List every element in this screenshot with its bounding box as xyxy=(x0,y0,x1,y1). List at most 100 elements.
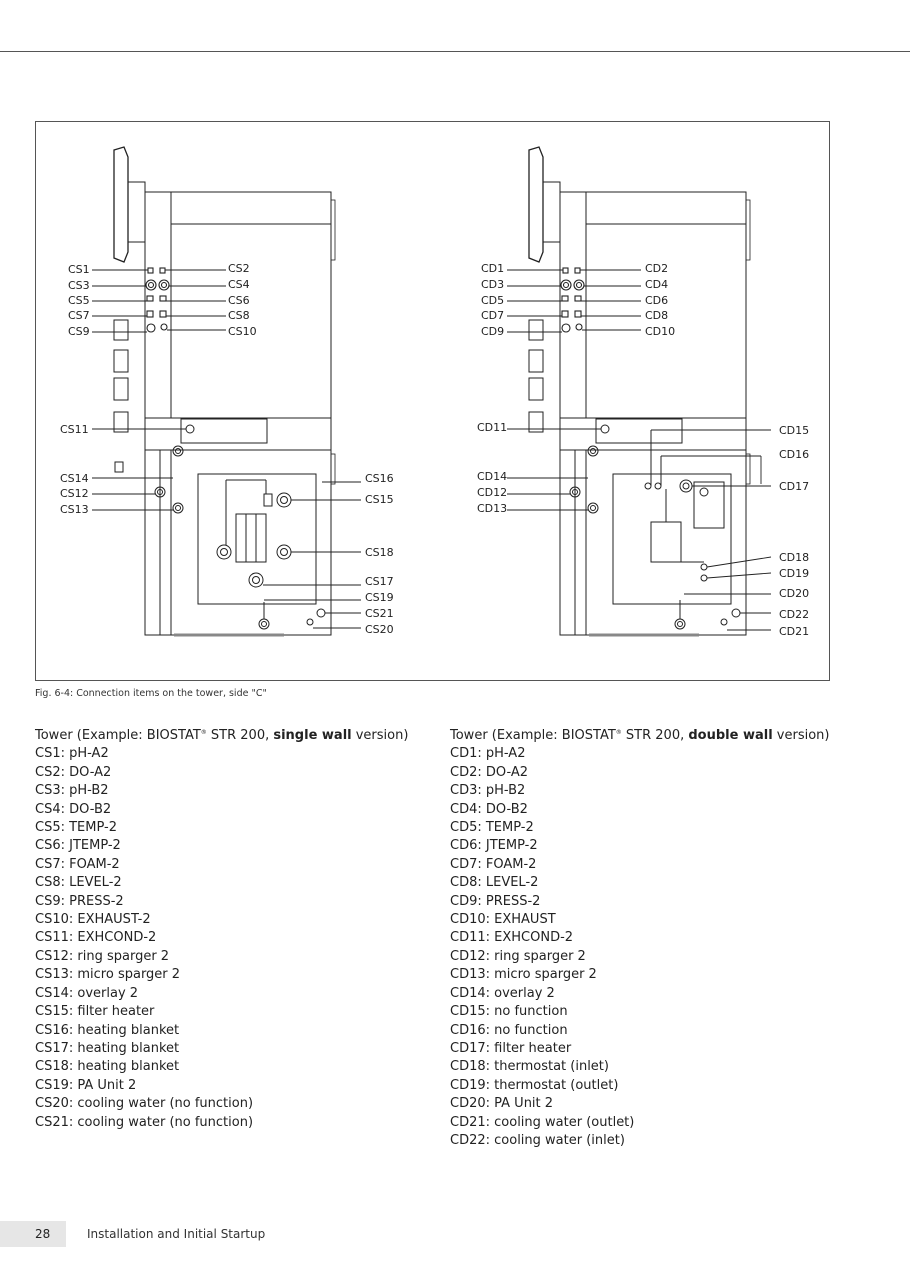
figure-frame: CS1 CS3 CS5 CS7 CS9 CS2 CS4 CS6 CS8 CS10… xyxy=(35,121,830,681)
list-item: CS16: heating blanket xyxy=(35,1022,180,1038)
label-cd13: CD13 xyxy=(477,502,507,515)
figure-caption: Fig. 6-4: Connection items on the tower,… xyxy=(35,688,267,699)
label-cs6: CS6 xyxy=(228,294,250,307)
label-cd5: CD5 xyxy=(481,294,504,307)
list-item: CS3: pH-B2 xyxy=(35,783,109,799)
list-item: CS14: overlay 2 xyxy=(35,985,139,1001)
list-item: CD13: micro sparger 2 xyxy=(450,967,597,983)
leader-lines-double xyxy=(507,269,772,631)
label-cd12: CD12 xyxy=(477,486,507,499)
double-wall-heading: Tower (Example: BIOSTAT® STR 200, double… xyxy=(450,728,830,743)
label-cd7: CD7 xyxy=(481,309,504,322)
label-cs18: CS18 xyxy=(365,546,394,559)
list-item: CD15: no function xyxy=(450,1004,568,1020)
label-cd15: CD15 xyxy=(779,424,809,437)
label-cs10: CS10 xyxy=(228,325,257,338)
list-item: CD7: FOAM-2 xyxy=(450,856,537,872)
label-cd6: CD6 xyxy=(645,294,668,307)
label-cd19: CD19 xyxy=(779,567,809,580)
list-item: CD8: LEVEL-2 xyxy=(450,875,539,891)
label-cd1: CD1 xyxy=(481,262,504,275)
list-item: CS7: FOAM-2 xyxy=(35,856,120,872)
label-cs5: CS5 xyxy=(68,294,90,307)
labels-single: CS1 CS3 CS5 CS7 CS9 CS2 CS4 CS6 CS8 CS10… xyxy=(60,262,394,636)
list-item: CS11: EXHCOND-2 xyxy=(35,930,157,946)
label-cd17: CD17 xyxy=(779,480,809,493)
list-item: CS5: TEMP-2 xyxy=(35,820,117,836)
list-item: CS12: ring sparger 2 xyxy=(35,948,170,964)
list-item: CD2: DO-A2 xyxy=(450,764,529,780)
list-item: CS21: cooling water (no function) xyxy=(35,1114,254,1130)
list-item: CS19: PA Unit 2 xyxy=(35,1077,137,1093)
list-item: CD16: no function xyxy=(450,1022,568,1038)
label-cs2: CS2 xyxy=(228,262,250,275)
label-cd20: CD20 xyxy=(779,587,809,600)
list-item: CS4: DO-B2 xyxy=(35,801,112,817)
list-item: CD22: cooling water (inlet) xyxy=(450,1132,625,1148)
list-item: CD3: pH-B2 xyxy=(450,783,526,799)
labels-double: CD1 CD3 CD5 CD7 CD9 CD2 CD4 CD6 CD8 CD10… xyxy=(477,262,809,638)
label-cd22: CD22 xyxy=(779,608,809,621)
label-cd18: CD18 xyxy=(779,551,809,564)
label-cs14: CS14 xyxy=(60,472,89,485)
label-cs17: CS17 xyxy=(365,575,394,588)
list-item: CD1: pH-A2 xyxy=(450,746,526,762)
list-item: CD21: cooling water (outlet) xyxy=(450,1114,635,1130)
list-item: CD9: PRESS-2 xyxy=(450,893,541,909)
label-cs12: CS12 xyxy=(60,487,89,500)
list-item: CS17: heating blanket xyxy=(35,1040,180,1056)
label-cs3: CS3 xyxy=(68,279,90,292)
label-cs15: CS15 xyxy=(365,493,394,506)
label-cd16: CD16 xyxy=(779,448,809,461)
list-item: CS20: cooling water (no function) xyxy=(35,1096,254,1112)
page-number: 28 xyxy=(0,1221,66,1247)
list-item: CS8: LEVEL-2 xyxy=(35,875,122,891)
footer-section-title: Installation and Initial Startup xyxy=(87,1227,266,1241)
label-cs19: CS19 xyxy=(365,591,394,604)
label-cd8: CD8 xyxy=(645,309,668,322)
list-item: CS6: JTEMP-2 xyxy=(35,838,121,854)
list-item: CS9: PRESS-2 xyxy=(35,893,124,909)
list-item: CS1: pH-A2 xyxy=(35,746,109,762)
list-item: CS2: DO-A2 xyxy=(35,764,112,780)
label-cd11: CD11 xyxy=(477,421,507,434)
leader-lines-single xyxy=(92,269,361,629)
tower-diagrams: CS1 CS3 CS5 CS7 CS9 CS2 CS4 CS6 CS8 CS10… xyxy=(60,146,809,638)
label-cd3: CD3 xyxy=(481,278,504,291)
top-rule xyxy=(0,51,910,52)
label-cs13: CS13 xyxy=(60,503,89,516)
list-item: CD18: thermostat (inlet) xyxy=(450,1059,609,1075)
single-wall-column: Tower (Example: BIOSTAT® STR 200, single… xyxy=(35,724,435,1132)
label-cs21: CS21 xyxy=(365,607,394,620)
label-cd21: CD21 xyxy=(779,625,809,638)
label-cd9: CD9 xyxy=(481,325,504,338)
list-item: CD19: thermostat (outlet) xyxy=(450,1077,619,1093)
double-wall-column: Tower (Example: BIOSTAT® STR 200, double… xyxy=(450,724,870,1150)
list-item: CD10: EXHAUST xyxy=(450,912,556,928)
tower-single-wall xyxy=(113,146,336,637)
list-item: CD4: DO-B2 xyxy=(450,801,528,817)
list-item: CS13: micro sparger 2 xyxy=(35,967,181,983)
list-item: CS18: heating blanket xyxy=(35,1059,180,1075)
label-cs20: CS20 xyxy=(365,623,394,636)
label-cd14: CD14 xyxy=(477,470,507,483)
tower-double-wall xyxy=(528,146,751,637)
list-item: CD12: ring sparger 2 xyxy=(450,948,586,964)
list-item: CS15: filter heater xyxy=(35,1004,155,1020)
list-item: CS10: EXHAUST-2 xyxy=(35,912,151,928)
list-item: CD6: JTEMP-2 xyxy=(450,838,538,854)
single-wall-heading: Tower (Example: BIOSTAT® STR 200, single… xyxy=(35,728,409,743)
label-cs11: CS11 xyxy=(60,423,89,436)
label-cs1: CS1 xyxy=(68,263,90,276)
label-cd2: CD2 xyxy=(645,262,668,275)
label-cd4: CD4 xyxy=(645,278,668,291)
label-cd10: CD10 xyxy=(645,325,675,338)
list-item: CD5: TEMP-2 xyxy=(450,820,534,836)
list-item: CD20: PA Unit 2 xyxy=(450,1096,554,1112)
label-cs9: CS9 xyxy=(68,325,90,338)
label-cs4: CS4 xyxy=(228,278,250,291)
label-cs8: CS8 xyxy=(228,309,250,322)
label-cs16: CS16 xyxy=(365,472,394,485)
list-item: CD17: filter heater xyxy=(450,1040,572,1056)
